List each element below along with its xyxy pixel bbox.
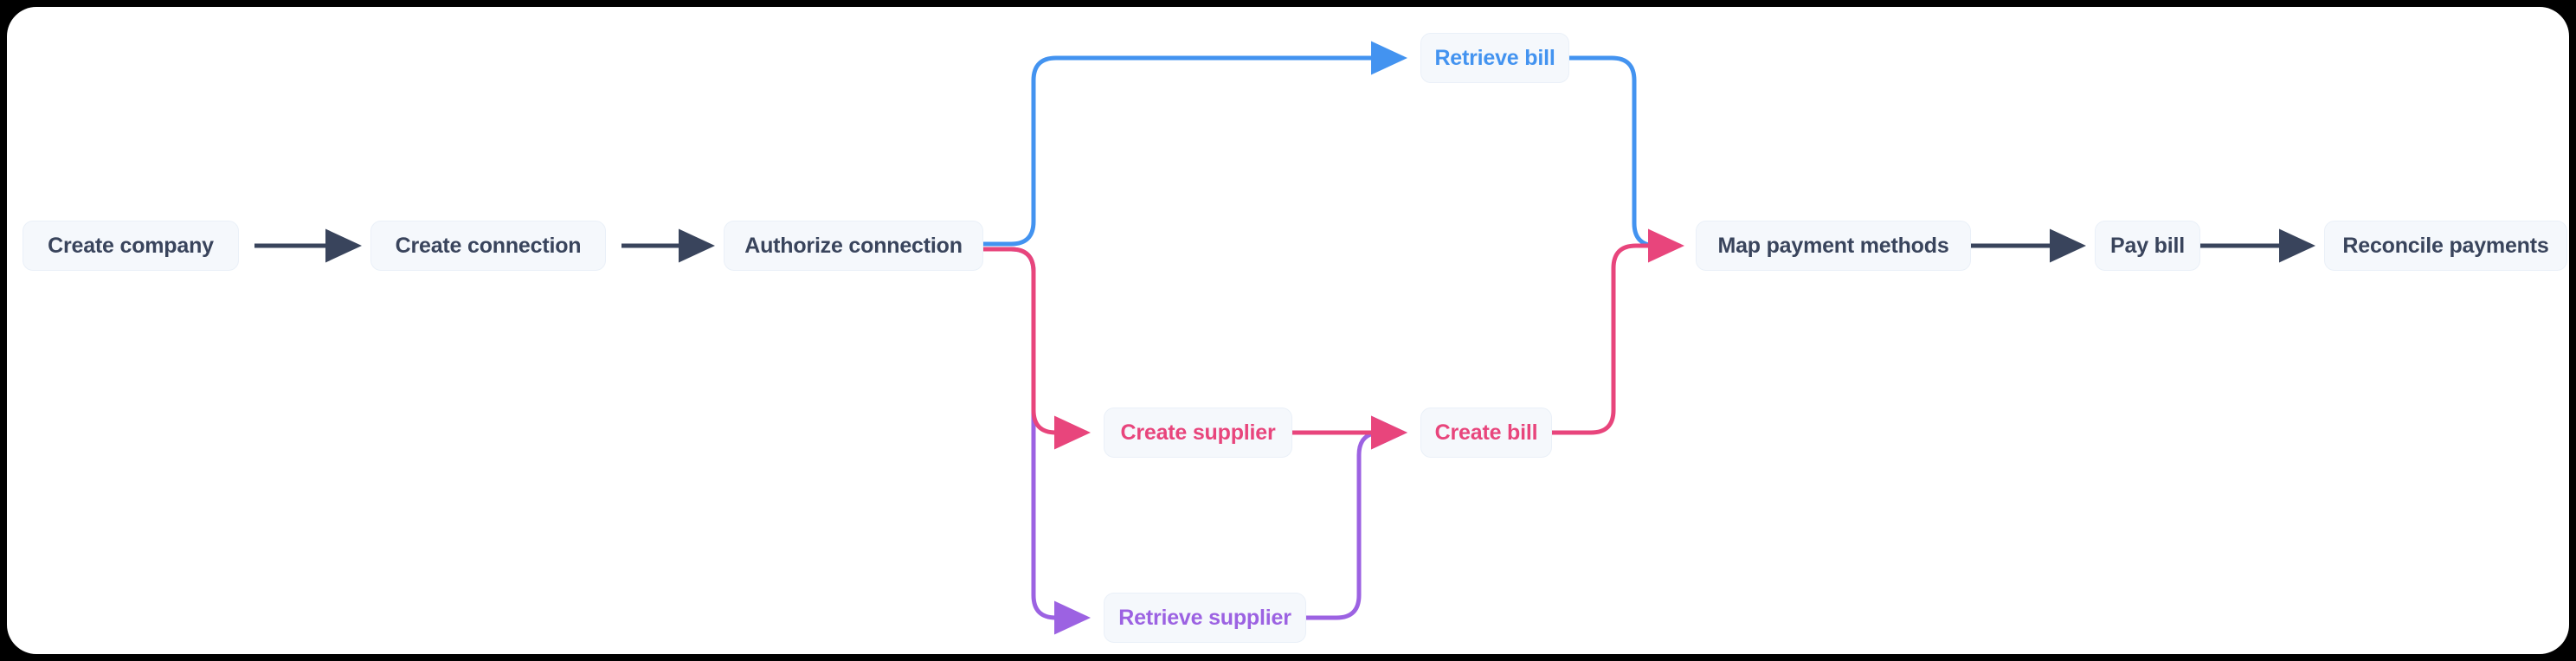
- edge-retrieve-bill-to-map-payment-methods: [1567, 55, 1682, 248]
- node-retrieve-supplier[interactable]: Retrieve supplier: [1104, 593, 1306, 643]
- node-authorize-connection[interactable]: Authorize connection: [724, 221, 983, 271]
- node-pay-bill[interactable]: Pay bill: [2095, 221, 2200, 271]
- node-label: Reconcile payments: [2342, 233, 2549, 258]
- edge-authorize-connection-to-create-supplier: [981, 247, 1092, 450]
- node-create-company[interactable]: Create company: [23, 221, 239, 271]
- node-label: Create bill: [1434, 420, 1538, 445]
- edge-retrieve-supplier-to-create-bill: [1304, 415, 1408, 620]
- node-create-supplier[interactable]: Create supplier: [1104, 408, 1292, 458]
- node-label: Retrieve bill: [1434, 45, 1555, 70]
- edge-create-bill-to-map-payment-methods: [1549, 228, 1685, 435]
- node-label: Map payment methods: [1717, 233, 1949, 258]
- node-create-bill[interactable]: Create bill: [1420, 408, 1552, 458]
- edge-layer: [254, 41, 2316, 635]
- node-create-connection[interactable]: Create connection: [370, 221, 606, 271]
- node-label: Retrieve supplier: [1118, 605, 1291, 630]
- node-label: Authorize connection: [744, 233, 963, 258]
- node-retrieve-bill[interactable]: Retrieve bill: [1420, 33, 1569, 83]
- node-label: Pay bill: [2110, 233, 2185, 258]
- node-label: Create company: [48, 233, 214, 258]
- edge-authorize-connection-to-retrieve-bill: [981, 41, 1408, 247]
- node-label: Create supplier: [1120, 420, 1276, 445]
- node-label: Create connection: [395, 233, 582, 258]
- node-reconcile-payments[interactable]: Reconcile payments: [2324, 221, 2567, 271]
- node-map-payment-methods[interactable]: Map payment methods: [1696, 221, 1971, 271]
- diagram-canvas: Create company Create connection Authori…: [7, 7, 2569, 654]
